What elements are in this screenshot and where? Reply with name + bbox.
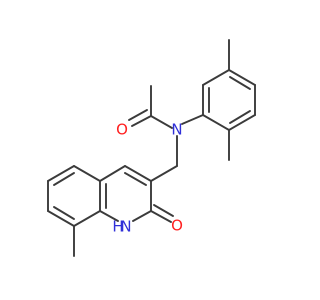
- bond-n-aryl: [181, 114, 204, 125]
- benzo-bond-1: [73, 165, 101, 182]
- benzo-bond-4: [47, 210, 75, 227]
- ring-bond-5: [228, 114, 256, 131]
- ring-bond-2: [202, 69, 230, 86]
- pyridinone-bond-1: [124, 165, 152, 182]
- ring-bond-5-inner: [229, 110, 251, 124]
- bond-lactam-o-1: [150, 210, 172, 223]
- benzo-bond-5: [73, 210, 101, 227]
- benzo-bond-2: [47, 165, 75, 182]
- oxygen-ring-label: O: [171, 217, 183, 235]
- pyridinone-bond-1-inner: [124, 172, 147, 186]
- benzo-bond-4-inner: [53, 206, 75, 220]
- ring-bond-3-inner: [229, 76, 251, 90]
- bond-lactam-o-2: [153, 204, 174, 217]
- nitrogen-amide-label: N: [171, 121, 182, 139]
- bond-carbonyl-o-2: [128, 109, 148, 121]
- pyridinone-bond-2: [99, 165, 126, 182]
- ring-bond-3: [228, 69, 256, 86]
- bond-carbonyl-o-1: [131, 115, 152, 127]
- benzo-bond-2-inner: [53, 172, 75, 186]
- pyridinone-bond-5: [132, 210, 152, 222]
- pyridinone-bond-4: [99, 210, 119, 222]
- bond-methylene-ring: [150, 165, 178, 182]
- ring-nh-hydrogen-label: H: [112, 218, 123, 236]
- bond-carbonyl-n: [150, 115, 173, 129]
- molecule-diagram: O N H N O: [47, 39, 256, 257]
- ring-bond-6: [202, 114, 230, 131]
- ring-nitrogen-label: N: [120, 218, 131, 236]
- oxygen-acetyl-label: O: [116, 121, 128, 139]
- structure-canvas: O N H N O: [47, 39, 256, 257]
